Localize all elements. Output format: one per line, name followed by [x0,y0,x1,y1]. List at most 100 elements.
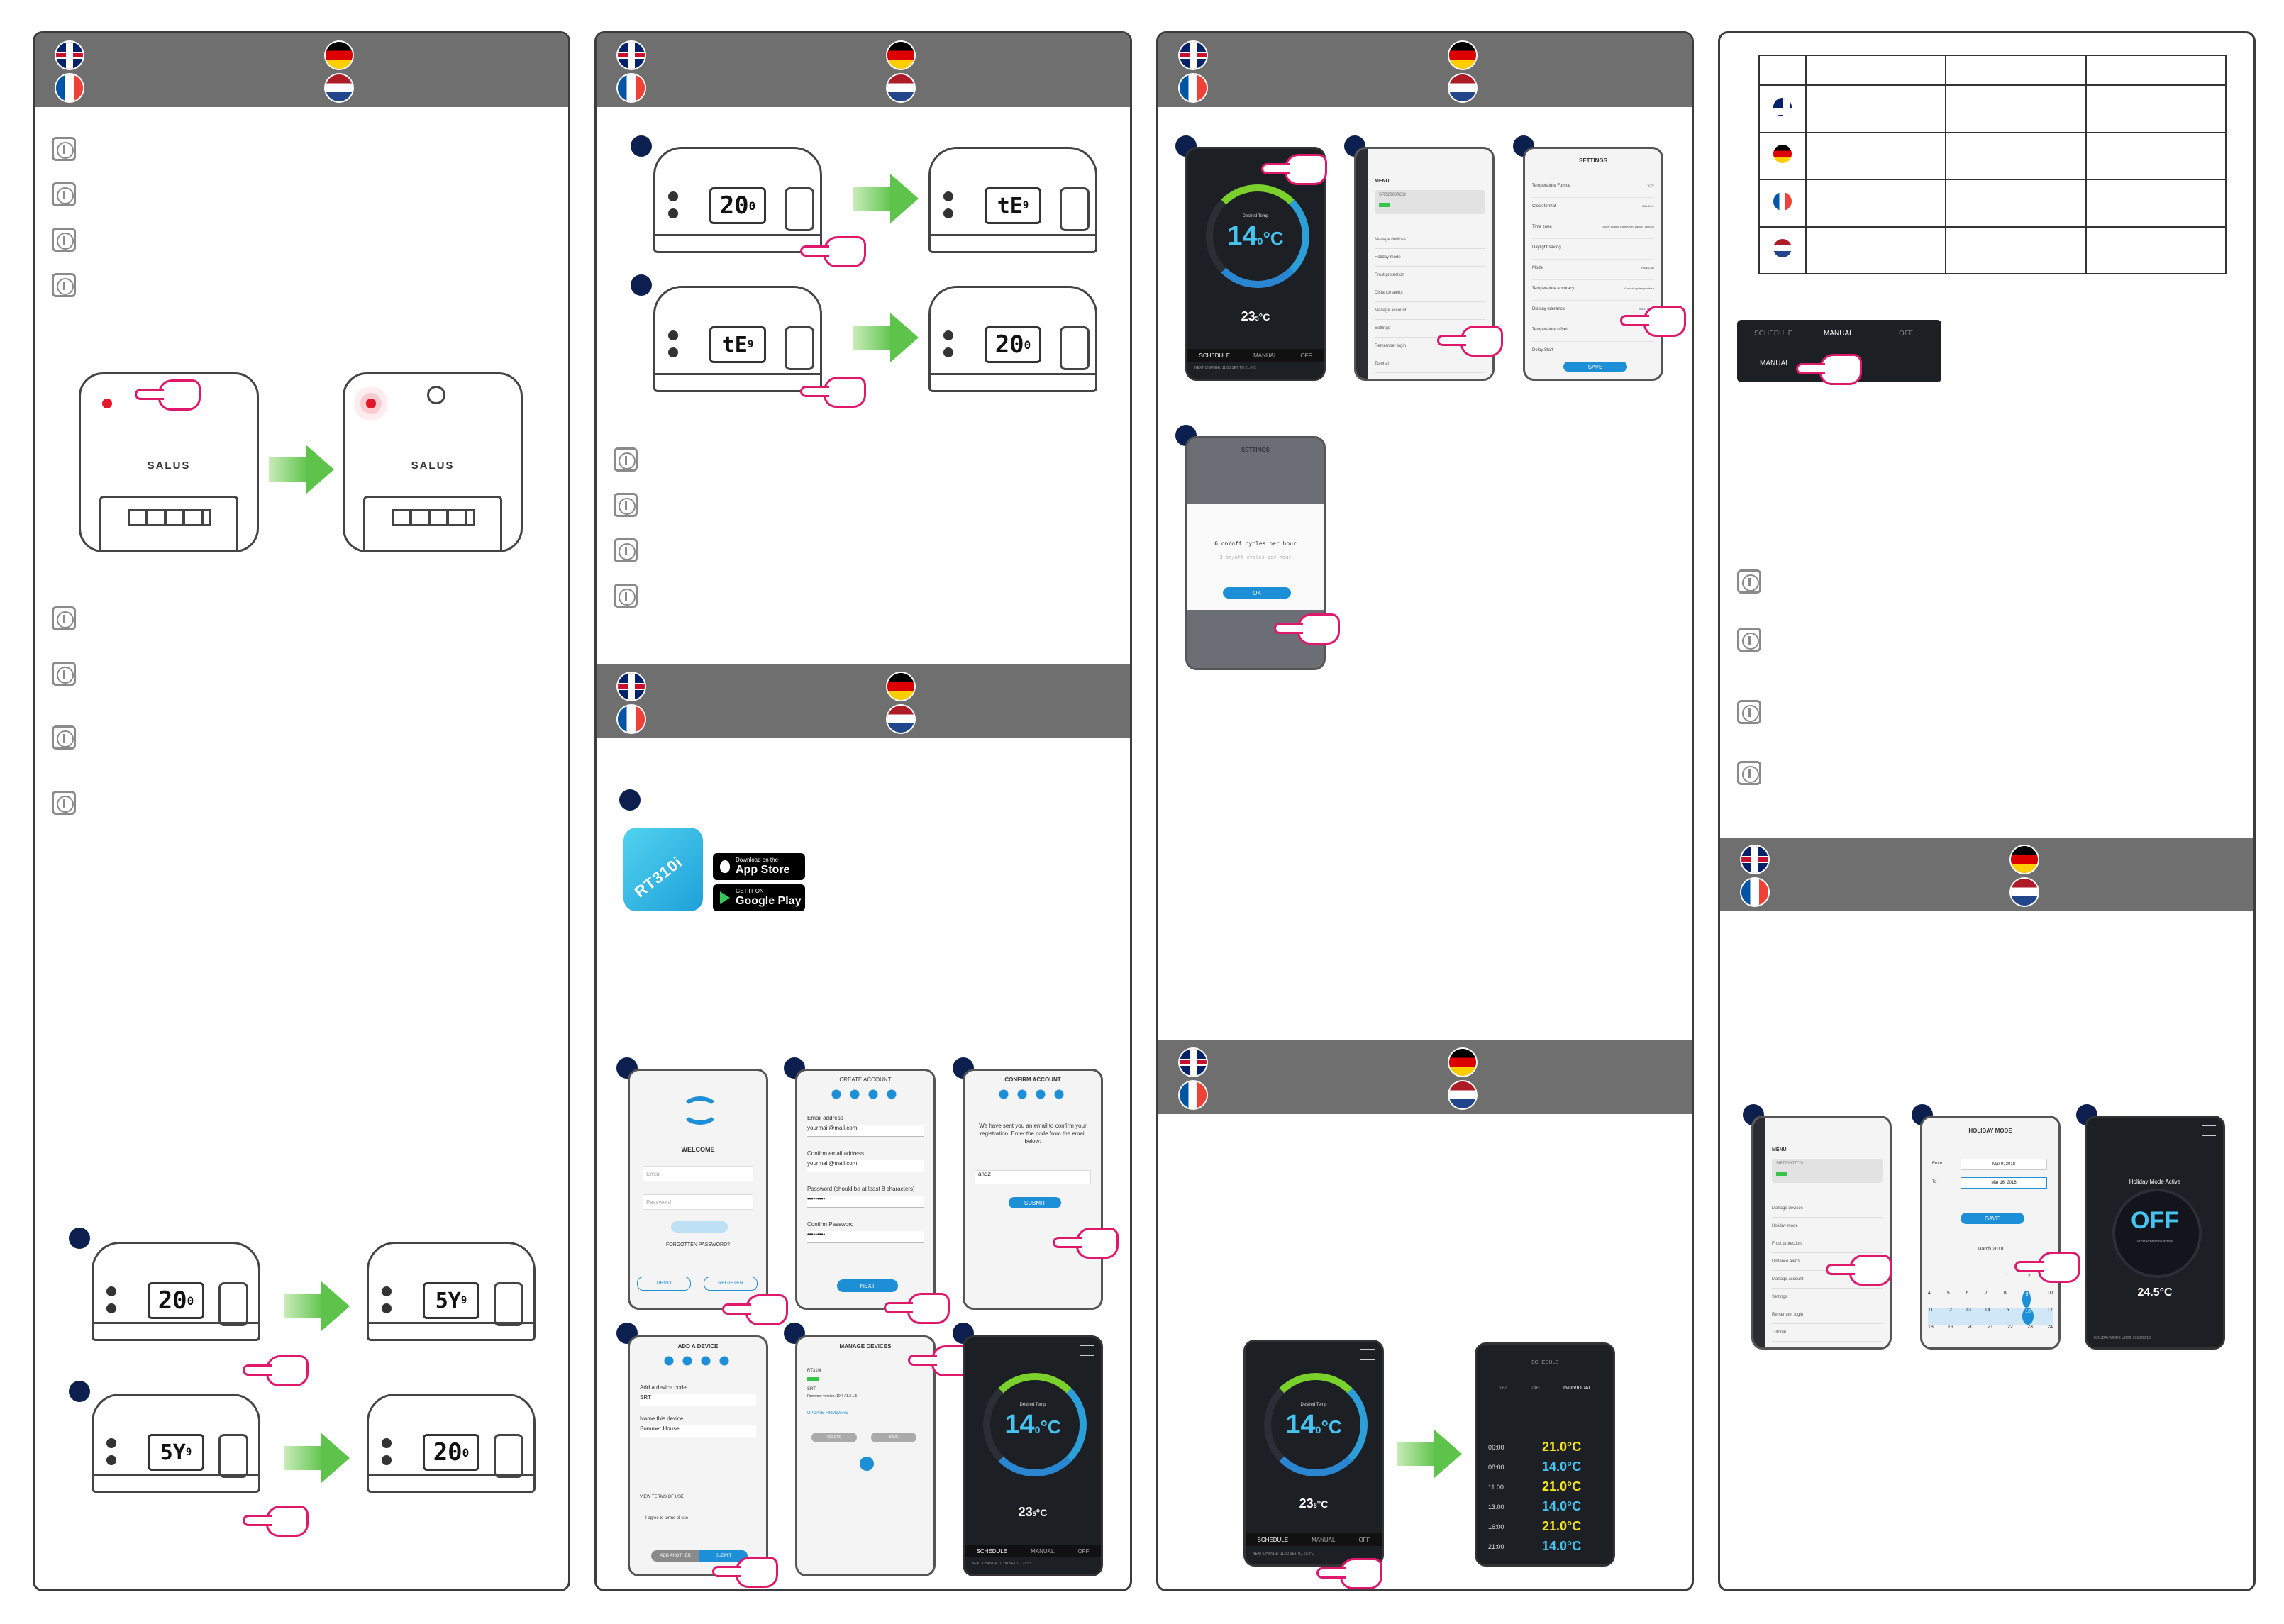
confirm-password-input[interactable]: ••••••••• [807,1231,924,1243]
tab-manual[interactable]: MANUAL [1253,352,1277,359]
tab-24h[interactable]: 24H [1530,1386,1540,1391]
settings-row-value[interactable]: Heat Cool [1641,266,1654,269]
email-input[interactable]: Email [643,1166,753,1181]
menu-item[interactable]: Manage account [1375,302,1485,320]
tab-manual[interactable]: MANUAL [1031,1547,1055,1555]
button-dot[interactable] [382,1455,392,1465]
code-input[interactable]: and2 [975,1170,1091,1184]
email-input[interactable]: yourmail@mail.com [807,1125,924,1137]
calendar-day[interactable]: 11 [1928,1308,1934,1313]
menu-item[interactable]: Manage devices [1375,231,1485,249]
calendar-day[interactable]: 8 [2003,1291,2007,1296]
button-dot[interactable] [106,1438,116,1448]
settings-row[interactable]: Daylight saving [1532,239,1654,260]
calendar-day[interactable]: 6 [1966,1291,1969,1296]
button-dot[interactable] [106,1455,116,1465]
calendar-day[interactable]: 12 [1946,1308,1953,1313]
up-down-buttons[interactable] [1060,187,1090,231]
settings-row-value[interactable]: 12hr 24hr [1641,204,1654,208]
calendar-day[interactable]: 18 [1928,1325,1934,1330]
save-button[interactable]: SAVE [1961,1213,2024,1224]
save-button[interactable]: SAVE [1563,362,1627,372]
calendar-day[interactable]: 4 [1928,1291,1931,1296]
calendar-day[interactable]: 5 [1946,1291,1950,1296]
delete-button[interactable]: DELETE [811,1433,857,1442]
tab-individual[interactable]: INDIVIDUAL [1563,1386,1592,1391]
tab-schedule[interactable]: SCHEDULE [976,1547,1008,1555]
pair-button[interactable] [427,386,445,404]
calendar-day[interactable]: 19 [1948,1325,1953,1330]
calendar-day[interactable]: 7 [1985,1291,1988,1296]
calendar-day[interactable]: 10 [2047,1291,2053,1296]
calendar-day[interactable]: 20 [1968,1325,1973,1330]
forgot-password-link[interactable]: FORGOTTEN PASSWORD? [665,1242,731,1247]
button-dot[interactable] [106,1286,116,1296]
picker-option-selected[interactable]: 6 on/off cycles per hour [1214,540,1297,547]
button-dot[interactable] [106,1303,116,1313]
menu-item[interactable]: Frost protection [1375,267,1485,284]
from-date-field[interactable]: Mar 9, 2018 [1961,1159,2047,1170]
app-icon[interactable]: RT310i [623,828,703,911]
button-dot[interactable] [943,208,953,218]
settings-row-value[interactable]: °C °F [1647,184,1654,187]
up-down-buttons[interactable] [785,187,814,231]
calendar-day[interactable]: 2 [2027,1274,2031,1279]
add-device-plus-icon[interactable] [860,1457,874,1471]
password-input[interactable]: Password [643,1194,753,1210]
menu-item[interactable]: Manage devices [1772,1200,1883,1218]
menu-item[interactable]: Settings [1772,1289,1883,1306]
button-dot[interactable] [382,1303,392,1313]
settings-row-value[interactable]: 6 on/off cycles per hour [1624,287,1654,290]
tab-manual[interactable]: MANUAL [1312,1536,1336,1543]
tab-schedule[interactable]: SCHEDULE [1199,352,1231,359]
button-dot[interactable] [382,1286,392,1296]
tab-schedule[interactable]: SCHEDULE [1754,330,1793,338]
ok-button[interactable]: OK [1223,587,1291,599]
calendar-day[interactable]: 15 [2003,1308,2009,1313]
device-code-input[interactable]: SRT [640,1394,756,1406]
settings-row-value[interactable]: GMT0 Dublin, Edinburgh, Lisbon, London [1602,225,1654,228]
register-button[interactable]: REGISTER [704,1277,758,1291]
hamburger-icon[interactable] [1360,1349,1375,1360]
button-dot[interactable] [943,347,953,357]
google-play-badge[interactable]: GET IT ON Google Play [713,884,805,911]
add-another-button[interactable]: ADD ANOTHER [651,1550,699,1562]
menu-item[interactable]: Settings [1375,320,1485,338]
calendar-day-selected[interactable]: 16 [2022,1308,2034,1325]
button-dot[interactable] [943,330,953,340]
calendar-day[interactable]: 13 [1966,1308,1971,1313]
agree-checkbox[interactable]: I agree to terms of use [645,1516,689,1520]
settings-row-value[interactable]: 0.5°C 0.1°C [1639,307,1654,311]
calendar-day[interactable]: 23 [2027,1325,2033,1330]
calendar-day[interactable]: 1 [2005,1274,2009,1279]
menu-item[interactable]: Distance alerts [1375,284,1485,302]
button-dot[interactable] [943,191,953,201]
device-card[interactable]: SRT2000TCO [1375,190,1485,214]
settings-row[interactable]: Delay Start [1532,342,1654,362]
hamburger-icon[interactable] [1080,1345,1094,1356]
save-button[interactable]: SAVE [871,1433,916,1442]
device-card[interactable]: SRT2000TCO [1772,1159,1883,1183]
app-store-badge[interactable]: Download on the App Store [713,853,805,880]
button-dot[interactable] [382,1438,392,1448]
to-date-field[interactable]: Mar 16, 2018 [1961,1177,2047,1189]
calendar-day[interactable]: 14 [1984,1308,1990,1313]
up-down-buttons[interactable] [785,326,814,370]
submit-button[interactable]: SUBMIT [699,1550,748,1562]
menu-item[interactable]: Tutorial [1772,1324,1883,1342]
up-down-buttons[interactable] [218,1434,248,1478]
menu-item[interactable]: Manage account [1772,1271,1883,1289]
hamburger-icon[interactable] [2202,1125,2216,1136]
menu-item[interactable]: Holiday mode [1772,1218,1883,1235]
update-firmware-link[interactable]: UPDATE FIRMWARE [807,1411,848,1416]
password-input[interactable]: ••••••••• [807,1196,924,1208]
button-dot[interactable] [668,191,678,201]
calendar-day[interactable]: 21 [1988,1325,1993,1330]
button-dot[interactable] [668,347,678,357]
